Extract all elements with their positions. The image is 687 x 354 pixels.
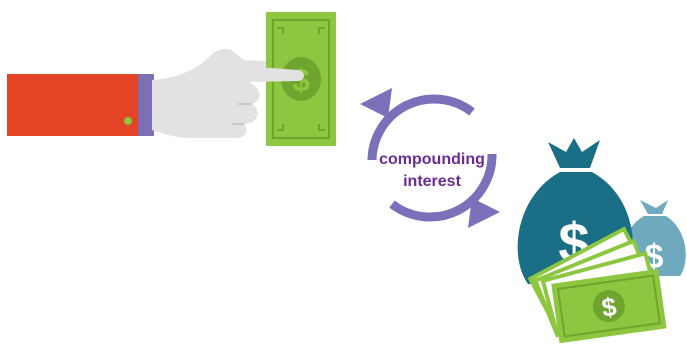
cycle-label-line1: compounding xyxy=(379,151,485,168)
bill-corner-marks xyxy=(277,27,325,131)
pointing-hand-icon xyxy=(7,48,303,139)
cycle-label-line2: interest xyxy=(403,173,461,190)
circular-arrows-icon: compounding interest xyxy=(360,88,500,228)
cuff xyxy=(138,74,154,136)
sleeve xyxy=(7,74,145,136)
small-bag-tie xyxy=(640,200,668,214)
cycle-arrowhead-top xyxy=(360,88,392,118)
cycle-arrowhead-bottom xyxy=(468,198,500,228)
cycle-arrow-top xyxy=(367,94,475,161)
large-bag-tie xyxy=(548,138,600,168)
cash-note-dollar: $ xyxy=(600,291,619,323)
sleeve-button xyxy=(124,117,132,125)
hand-knuckle-line xyxy=(232,103,252,125)
thumb xyxy=(244,66,304,82)
cycle-arrow-bottom xyxy=(389,153,497,222)
cash-note-front-border xyxy=(556,274,661,338)
dollar-bill-icon: $ xyxy=(244,12,336,146)
cash-note-seal xyxy=(592,290,625,323)
cash-stack-icon: $ xyxy=(527,226,667,344)
